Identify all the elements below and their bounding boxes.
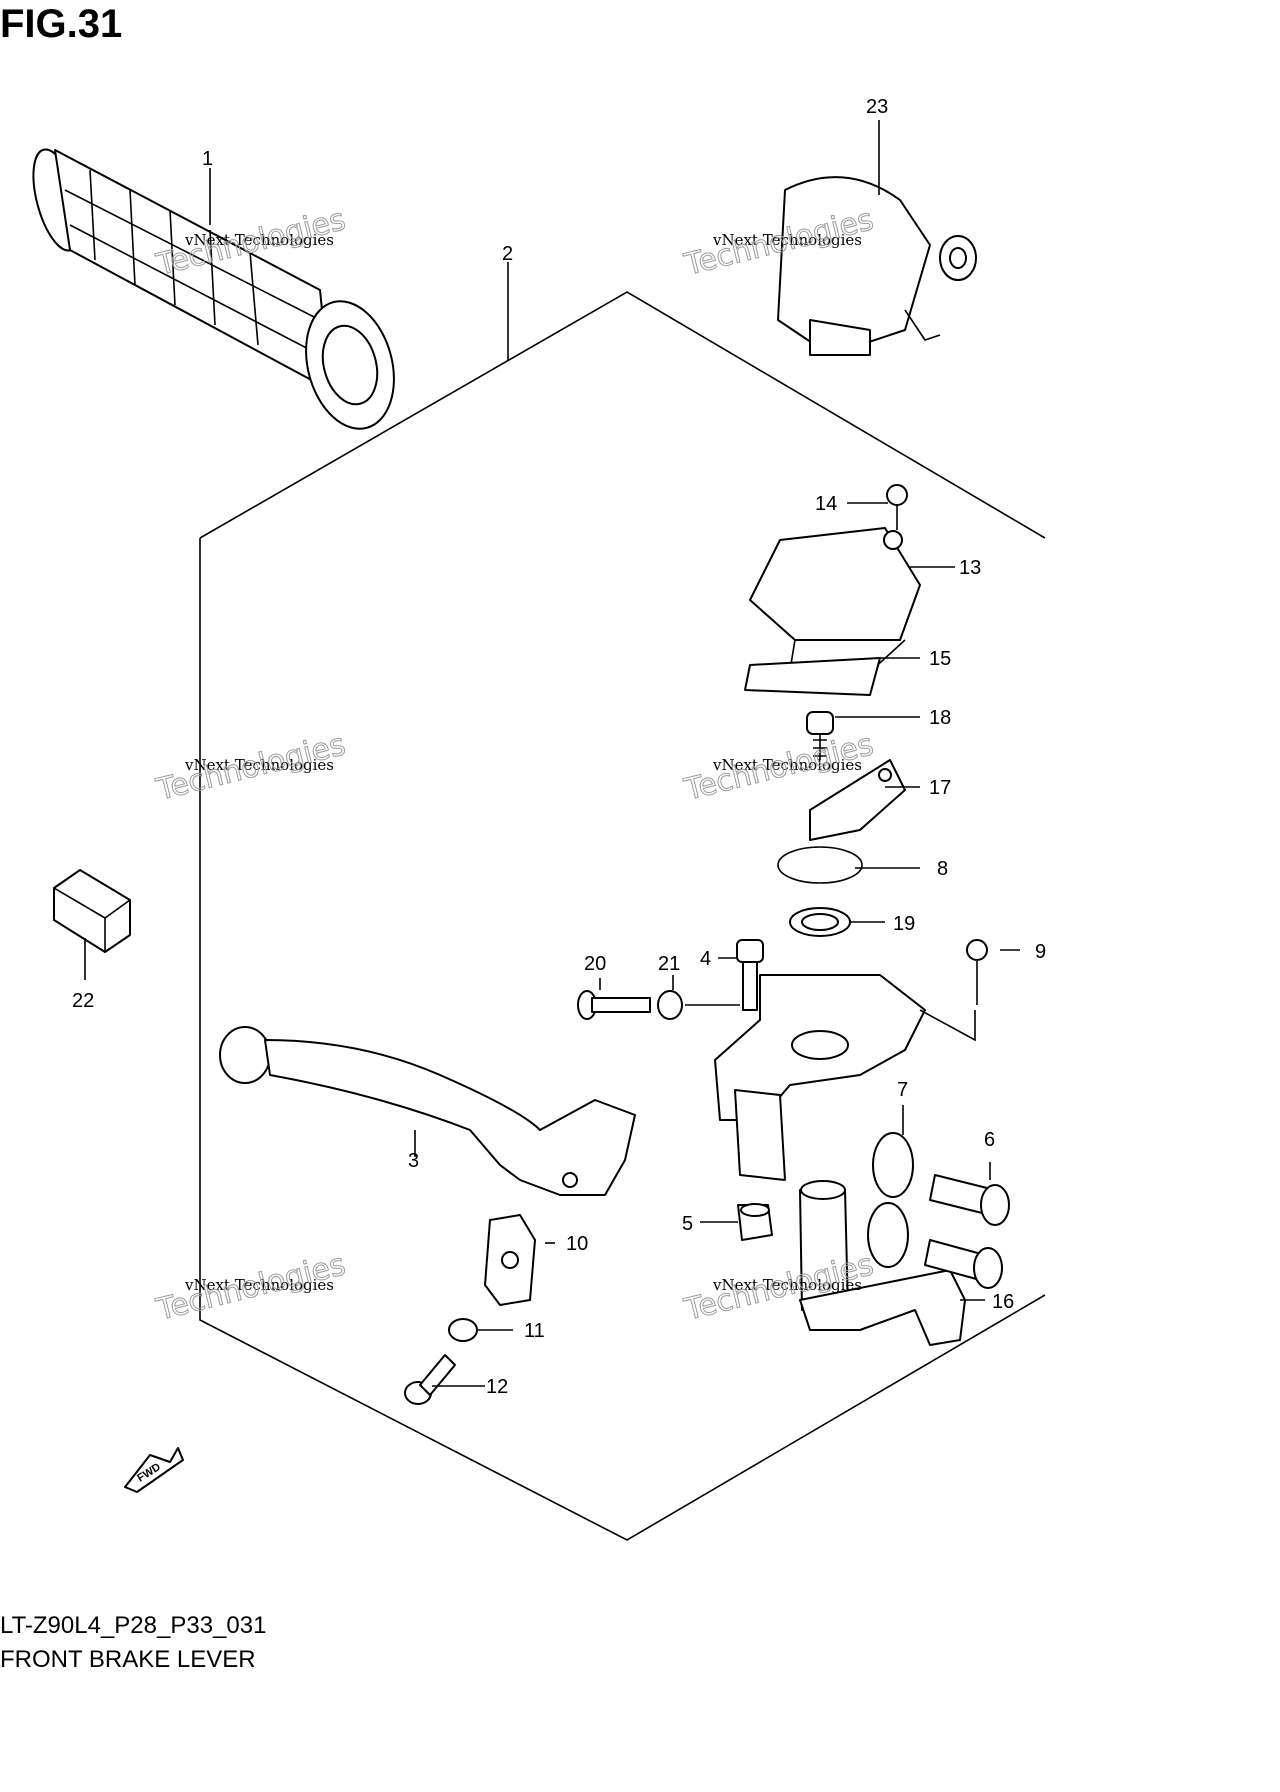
master-cylinder-body — [714, 974, 926, 1311]
watermark-bottom-left: vNext Technologies Technologies — [152, 1247, 349, 1329]
callout-8: 8 — [937, 858, 948, 880]
watermark-word: Technologies — [152, 1247, 348, 1328]
watermark-word: Technologies — [152, 727, 348, 808]
figure-code: LT-Z90L4_P28_P33_031 — [0, 1612, 267, 1639]
part-18-bolt — [806, 711, 834, 760]
watermark-brand: vNext Technologies — [184, 1276, 334, 1294]
callout-9: 9 — [1035, 941, 1046, 963]
watermark-mid-left: vNext Technologies Technologies — [152, 727, 349, 809]
part-3-brake-lever — [219, 1026, 636, 1196]
figure-name: FRONT BRAKE LEVER — [0, 1646, 256, 1673]
part-19-seal — [789, 907, 851, 937]
part-1-grip — [32, 148, 395, 430]
part-5-nut — [737, 1203, 773, 1241]
part-21-washer — [657, 990, 683, 1020]
callout-18: 18 — [929, 707, 951, 729]
callout-6: 6 — [984, 1129, 995, 1151]
callout-2: 2 — [502, 243, 513, 265]
part-14-screw — [886, 484, 908, 530]
part-16-bracket — [799, 1269, 966, 1346]
watermark-brand: vNext Technologies — [712, 1276, 862, 1294]
callout-17: 17 — [929, 777, 951, 799]
part-22-block — [53, 869, 131, 953]
part-12-bolt — [404, 1354, 456, 1405]
callout-3: 3 — [408, 1150, 419, 1172]
part-9-screw — [966, 939, 988, 1005]
watermark-brand: vNext Technologies — [184, 231, 334, 249]
callout-12: 12 — [486, 1376, 508, 1398]
part-15-diaphragm — [744, 657, 881, 696]
part-10-clamp — [484, 1214, 536, 1306]
callout-11: 11 — [524, 1320, 545, 1342]
part-8-ring — [777, 846, 863, 884]
part-20-screw — [577, 990, 651, 1020]
part-13-reservoir-cap — [749, 527, 921, 673]
figure-title: FIG.31 — [0, 2, 123, 46]
leader-lines — [84, 120, 1020, 1387]
part-7-washer — [867, 1132, 914, 1268]
callout-22: 22 — [72, 990, 94, 1012]
watermark-brand: vNext Technologies — [184, 756, 334, 774]
callout-23: 23 — [866, 96, 888, 118]
part-17-plate — [809, 759, 906, 841]
callout-19: 19 — [893, 913, 915, 935]
part-4-pivot-bolt — [736, 939, 764, 1011]
assembly-boundary — [199, 291, 1046, 1541]
callout-20: 20 — [584, 953, 606, 975]
callout-10: 10 — [566, 1233, 588, 1255]
callout-7: 7 — [897, 1079, 908, 1101]
callout-1: 1 — [202, 148, 213, 170]
callout-14: 14 — [815, 493, 837, 515]
callout-21: 21 — [658, 953, 680, 975]
callout-4: 4 — [700, 948, 711, 970]
part-11-collar — [448, 1318, 478, 1342]
part-6-adjuster — [924, 1174, 1010, 1289]
callout-13: 13 — [959, 557, 981, 579]
callout-16: 16 — [992, 1291, 1014, 1313]
callout-15: 15 — [929, 648, 951, 670]
part-23-switch-housing — [777, 176, 977, 356]
fwd-arrow-icon: FWD — [124, 1447, 184, 1493]
callout-5: 5 — [682, 1213, 693, 1235]
watermark-brand: vNext Technologies — [712, 756, 862, 774]
watermark-brand: vNext Technologies — [712, 231, 862, 249]
callout-labels: 1 2 3 4 5 6 7 8 9 10 11 12 13 14 15 16 1… — [72, 96, 1046, 1398]
